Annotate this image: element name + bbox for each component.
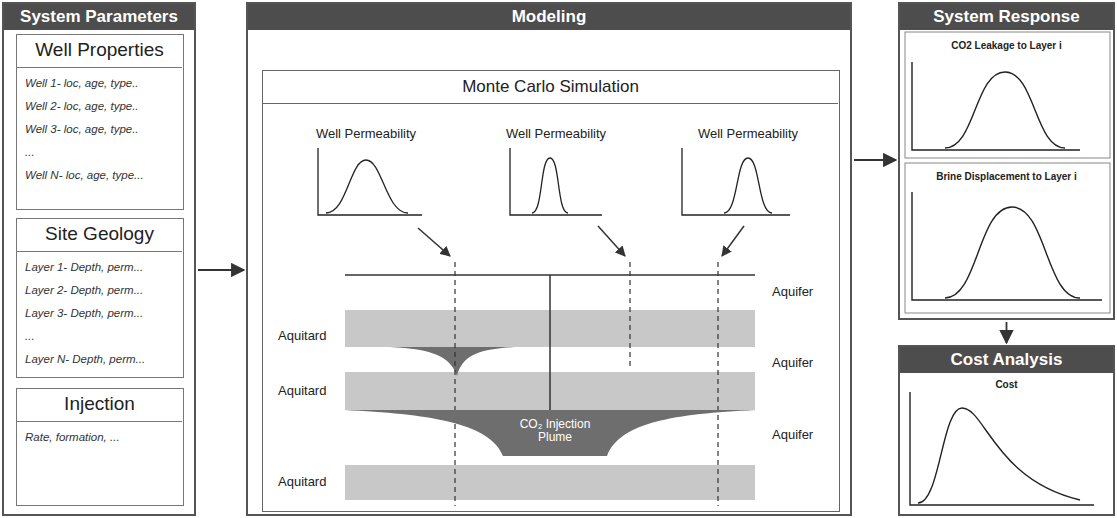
parameter-item: Well 2- loc, age, type.. <box>17 100 182 112</box>
text-holder: Cost Analysis <box>900 347 1113 373</box>
flow-arrow <box>198 269 244 271</box>
panel-title: Modeling <box>248 4 850 30</box>
stage-panel: System ResponseCO2 Leakage to Layer i Bri… <box>898 2 1115 320</box>
text-holder: Brine Displacement to Layer i <box>908 171 1105 182</box>
parameter-box: InjectionRate, formation, ... <box>16 388 184 506</box>
chart-title: CO2 Leakage to Layer i <box>908 40 1105 51</box>
label-holder: Aquifer <box>772 427 813 442</box>
chart-label: Well Permeability <box>506 126 606 141</box>
flow-arrow <box>854 159 896 161</box>
parameter-box: Well PropertiesWell 1- loc, age, type.. W… <box>16 34 184 210</box>
aquitard-band <box>345 465 755 500</box>
text-holder: Layer 1- Depth, perm... <box>17 261 182 273</box>
parameter-item: ... <box>17 146 182 158</box>
label-holder: Aquitard <box>278 383 326 398</box>
text-holder: Layer 2- Depth, perm... <box>17 284 182 296</box>
parameter-item: Layer N- Depth, perm... <box>17 353 182 365</box>
label-holder: Aquitard <box>278 474 326 489</box>
text-holder: CO₂ Injection Plume <box>503 418 607 444</box>
parameter-box: Site GeologyLayer 1- Depth, perm... Layer… <box>16 218 184 378</box>
layer-label: Aquifer <box>772 355 813 370</box>
parameter-item: ... <box>17 330 182 342</box>
text-holder: Injection <box>17 389 182 422</box>
label-holder: Well Permeability <box>673 126 823 141</box>
plume-fill <box>345 410 755 456</box>
layer-label: Aquifer <box>772 284 813 299</box>
label-holder: Well Permeability <box>481 126 631 141</box>
injection-well <box>549 275 551 410</box>
leakage-plume <box>390 347 515 376</box>
chart-frame <box>905 32 1110 158</box>
layer-label: Aquifer <box>772 427 813 442</box>
parameter-item: Rate, formation, ... <box>17 431 182 443</box>
text-holder: Well N- loc, age, type... <box>17 169 182 181</box>
text-holder: Well 1- loc, age, type.. <box>17 77 182 89</box>
parameter-item: Layer 3- Depth, perm... <box>17 307 182 319</box>
parameter-item: Layer 1- Depth, perm... <box>17 261 182 273</box>
panel-title: System Parameters <box>4 4 194 30</box>
text-holder: Well 3- loc, age, type.. <box>17 123 182 135</box>
parameter-item: Well 1- loc, age, type.. <box>17 77 182 89</box>
text-holder: CO2 Leakage to Layer i <box>908 40 1105 51</box>
text-holder: System Parameters <box>4 4 194 30</box>
text-holder: ... <box>17 330 182 342</box>
parameter-item: Well N- loc, age, type... <box>17 169 182 181</box>
text-holder: Layer N- Depth, perm... <box>17 353 182 365</box>
box-title: CO₂ Injection Plume <box>503 418 607 444</box>
plume-shape: CO₂ Injection Plume <box>345 410 755 456</box>
text-holder: System Response <box>900 4 1113 30</box>
chart-title: Cost <box>908 379 1105 390</box>
panel-title: Cost Analysis <box>900 347 1113 373</box>
leaky-well <box>455 262 718 506</box>
flow-arrow <box>1006 322 1008 343</box>
label-holder: Well Permeability <box>291 126 441 141</box>
box-title: Well Properties <box>17 35 182 68</box>
stage-panel: Cost AnalysisCost <box>898 345 1115 516</box>
text-holder: Rate, formation, ... <box>17 431 182 443</box>
text-holder: Well Properties <box>17 35 182 68</box>
text-holder: Layer 3- Depth, perm... <box>17 307 182 319</box>
parameter-item: Layer 2- Depth, perm... <box>17 284 182 296</box>
chart-label: Well Permeability <box>316 126 416 141</box>
text-holder: Site Geology <box>17 219 182 252</box>
panel-title: System Response <box>900 4 1113 30</box>
box-title: Injection <box>17 389 182 422</box>
parameter-item: Well 3- loc, age, type.. <box>17 123 182 135</box>
text-holder: Cost <box>908 379 1105 390</box>
label-holder: Aquifer <box>772 355 813 370</box>
layer-label: Aquitard <box>278 383 326 398</box>
box-title: Monte Carlo Simulation <box>263 71 838 104</box>
permeability-chart <box>318 148 790 215</box>
chart-label: Well Permeability <box>698 126 798 141</box>
text-holder: Modeling <box>248 4 850 30</box>
stage-panel: System ParametersWell PropertiesWell 1- … <box>2 2 196 516</box>
chart-frame <box>905 163 1110 313</box>
label-holder: Aquifer <box>772 284 813 299</box>
response-chart <box>910 62 1102 505</box>
text-holder: Well 2- loc, age, type.. <box>17 100 182 112</box>
chart-title: Brine Displacement to Layer i <box>908 171 1105 182</box>
label-holder: Aquitard <box>278 328 326 343</box>
pointer-arrow <box>418 226 744 256</box>
box-title: Site Geology <box>17 219 182 252</box>
text-holder: Monte Carlo Simulation <box>263 71 838 104</box>
layer-label: Aquitard <box>278 474 326 489</box>
text-holder: ... <box>17 146 182 158</box>
layer-label: Aquitard <box>278 328 326 343</box>
stage-panel: ModelingMonte Carlo SimulationCO₂ Inject… <box>246 2 852 516</box>
